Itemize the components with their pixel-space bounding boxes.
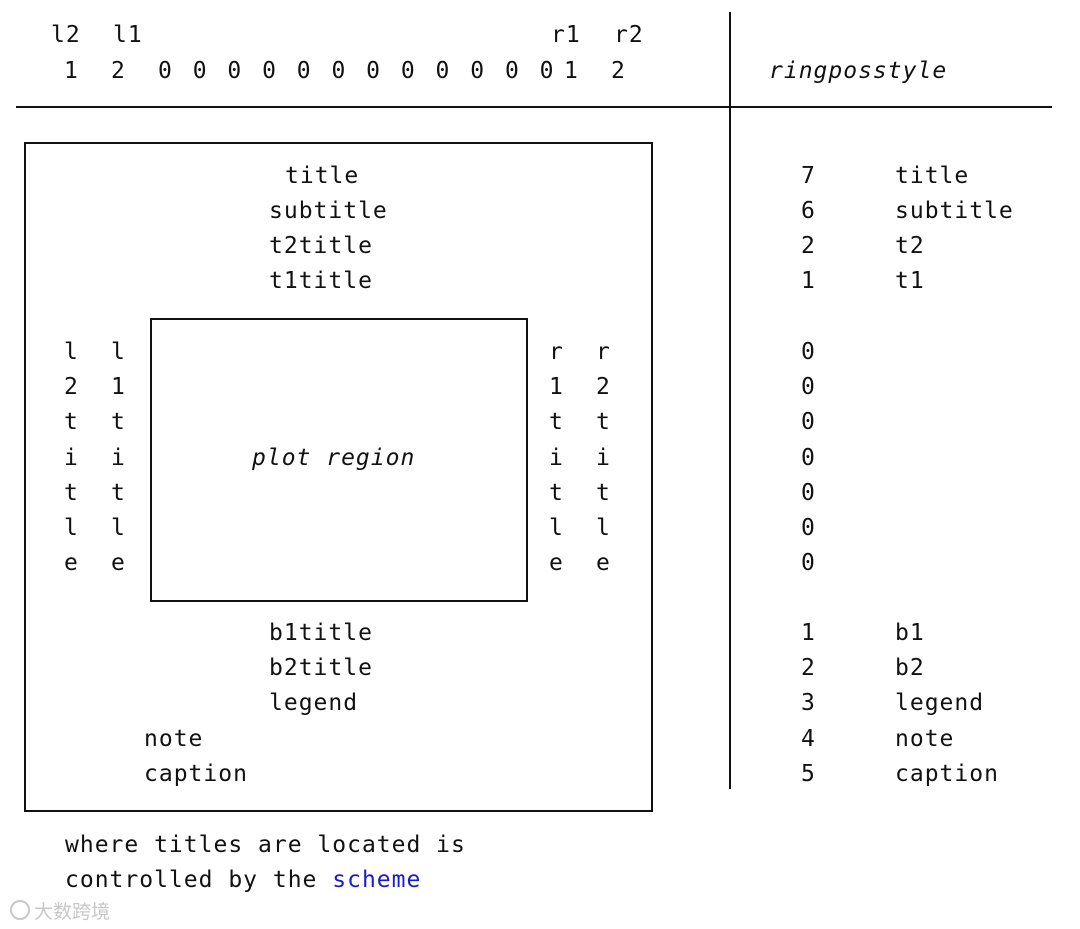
t2title-label: t2title xyxy=(269,233,373,259)
legend-label: legend xyxy=(269,690,359,716)
vertical-title-letter: t xyxy=(111,409,126,436)
caption-label: caption xyxy=(144,761,248,787)
vertical-title-letter: l xyxy=(64,339,79,365)
title-label: title xyxy=(285,163,360,189)
ringpos-b2-num: 2 xyxy=(801,655,816,681)
b2title-label: b2title xyxy=(269,655,373,681)
vertical-title-letter: l xyxy=(64,515,79,541)
vertical-title-letter: t xyxy=(596,479,611,506)
vertical-title-letter: e xyxy=(596,550,611,577)
scheme-link[interactable]: scheme xyxy=(332,867,422,893)
ringpos-caption-name: caption xyxy=(895,761,999,787)
ringpos-zero: 0 xyxy=(801,374,816,400)
ringpos-title-num: 7 xyxy=(801,163,816,189)
subtitle-label: subtitle xyxy=(269,198,388,224)
plot-region-label: plot region xyxy=(252,445,416,471)
ringpos-caption-num: 5 xyxy=(801,761,816,787)
ringpos-note-name: note xyxy=(895,726,955,752)
ringpos-title-name: title xyxy=(895,163,970,189)
l1-value: 2 xyxy=(111,58,126,84)
footer-line-2-text: controlled by the xyxy=(65,867,333,893)
ringposstyle-label: ringposstyle xyxy=(769,58,948,84)
vertical-title-letter: e xyxy=(64,550,79,577)
header-zeros: 0 0 0 0 0 0 0 0 0 0 0 0 xyxy=(158,58,557,84)
vertical-title-letter: l xyxy=(111,515,126,541)
watermark-text: 大数跨境 xyxy=(34,901,111,923)
ringpos-note-num: 4 xyxy=(801,726,816,752)
vertical-title-letter: e xyxy=(549,550,564,577)
ringpos-zero: 0 xyxy=(801,409,816,435)
b1title-label: b1title xyxy=(269,620,373,646)
vertical-title-letter: l xyxy=(596,515,611,541)
note-label: note xyxy=(144,726,204,752)
vertical-title-letter: 2 xyxy=(596,374,611,401)
vertical-title-letter: t xyxy=(596,409,611,436)
ringpos-legend-name: legend xyxy=(895,690,985,716)
l2-value: 1 xyxy=(64,58,79,84)
vertical-title-letter: 2 xyxy=(64,374,79,401)
vertical-title-letter: r xyxy=(549,339,564,365)
vertical-title-letter: t xyxy=(64,479,79,506)
ringpos-legend-num: 3 xyxy=(801,690,816,716)
r2-label: r2 xyxy=(614,22,644,48)
ringpos-subtitle-num: 6 xyxy=(801,198,816,224)
vertical-title-letter: i xyxy=(549,444,564,471)
l1-label: l1 xyxy=(113,22,143,48)
vertical-title-letter: i xyxy=(596,444,611,471)
vertical-title-letter: i xyxy=(64,444,79,471)
ringpos-b1-num: 1 xyxy=(801,620,816,646)
ringpos-zero: 0 xyxy=(801,339,816,365)
r2-value: 2 xyxy=(611,58,626,84)
ringpos-t2-name: t2 xyxy=(895,233,925,259)
vertical-title-letter: e xyxy=(111,550,126,577)
graph-region-box xyxy=(24,142,653,812)
ringpos-b1-name: b1 xyxy=(895,620,925,646)
l2-label: l2 xyxy=(51,22,81,48)
ringpos-b2-name: b2 xyxy=(895,655,925,681)
footer-line-1: where titles are located is xyxy=(65,832,466,858)
ringpos-t2-num: 2 xyxy=(801,233,816,259)
vertical-title-letter: l xyxy=(549,515,564,541)
vertical-divider xyxy=(729,12,731,789)
r1-value: 1 xyxy=(564,58,579,84)
ringpos-t1-num: 1 xyxy=(801,268,816,294)
vertical-title-letter: t xyxy=(64,409,79,436)
watermark-logo-icon xyxy=(10,900,30,920)
plot-region-box xyxy=(150,318,528,602)
vertical-title-letter: i xyxy=(111,444,126,471)
ringpos-zero: 0 xyxy=(801,550,816,576)
t1title-label: t1title xyxy=(269,268,373,294)
ringpos-zero: 0 xyxy=(801,515,816,541)
ringpos-t1-name: t1 xyxy=(895,268,925,294)
vertical-title-letter: t xyxy=(549,409,564,436)
vertical-title-letter: 1 xyxy=(549,374,564,401)
r1-label: r1 xyxy=(551,22,581,48)
ringpos-subtitle-name: subtitle xyxy=(895,198,1014,224)
ringpos-zero: 0 xyxy=(801,445,816,471)
vertical-title-letter: t xyxy=(111,479,126,506)
horizontal-divider xyxy=(16,106,1052,108)
vertical-title-letter: t xyxy=(549,479,564,506)
vertical-title-letter: r xyxy=(596,339,611,365)
vertical-title-letter: l xyxy=(111,339,126,365)
vertical-title-letter: 1 xyxy=(111,374,126,401)
footer-line-2: controlled by the scheme xyxy=(65,869,421,892)
ringpos-zero: 0 xyxy=(801,480,816,506)
